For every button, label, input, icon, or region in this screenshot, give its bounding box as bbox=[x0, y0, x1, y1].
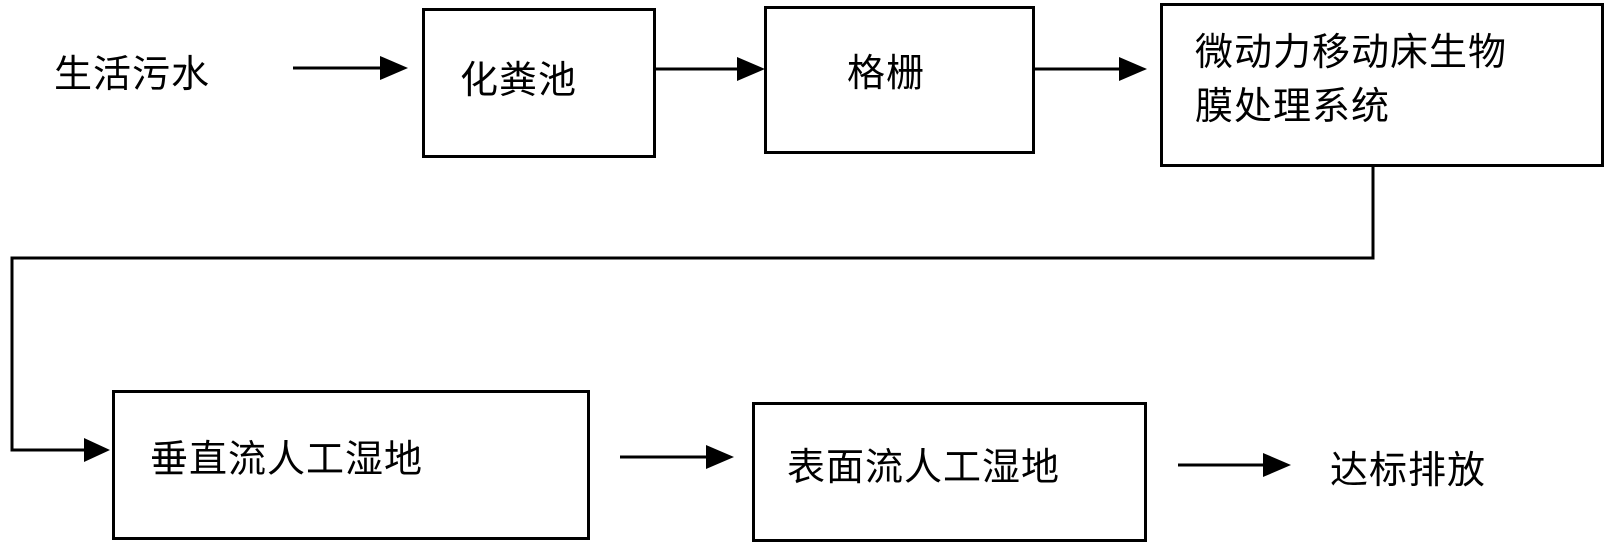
node-septic-tank-label: 化粪池 bbox=[460, 58, 578, 102]
arrow-septic-to-grille bbox=[654, 57, 765, 81]
node-grille-box: 格栅 bbox=[764, 6, 1035, 154]
node-vertical-wetland-box: 垂直流人工湿地 bbox=[112, 390, 590, 540]
node-biofilm-system-line2: 膜处理系统 bbox=[1195, 84, 1391, 128]
node-grille-label: 格栅 bbox=[847, 51, 926, 95]
connector-biofilm-to-vertical-wetland bbox=[10, 166, 1375, 462]
arrow-surface-wetland-to-discharge bbox=[1178, 453, 1291, 477]
node-surface-wetland-box: 表面流人工湿地 bbox=[752, 402, 1147, 542]
node-biofilm-system-box: 微动力移动床生物 膜处理系统 bbox=[1160, 3, 1604, 167]
node-surface-wetland-label: 表面流人工湿地 bbox=[787, 445, 1061, 489]
node-septic-tank-box: 化粪池 bbox=[422, 8, 656, 158]
node-biofilm-system-line1: 微动力移动床生物 bbox=[1195, 30, 1508, 74]
arrow-vertical-to-surface-wetland bbox=[620, 445, 734, 469]
node-vertical-wetland-label: 垂直流人工湿地 bbox=[150, 437, 424, 481]
arrow-grille-to-biofilm bbox=[1033, 57, 1147, 81]
node-domestic-sewage: 生活污水 bbox=[54, 52, 211, 96]
arrow-sewage-to-septic bbox=[293, 56, 408, 80]
node-discharge: 达标排放 bbox=[1330, 448, 1487, 492]
